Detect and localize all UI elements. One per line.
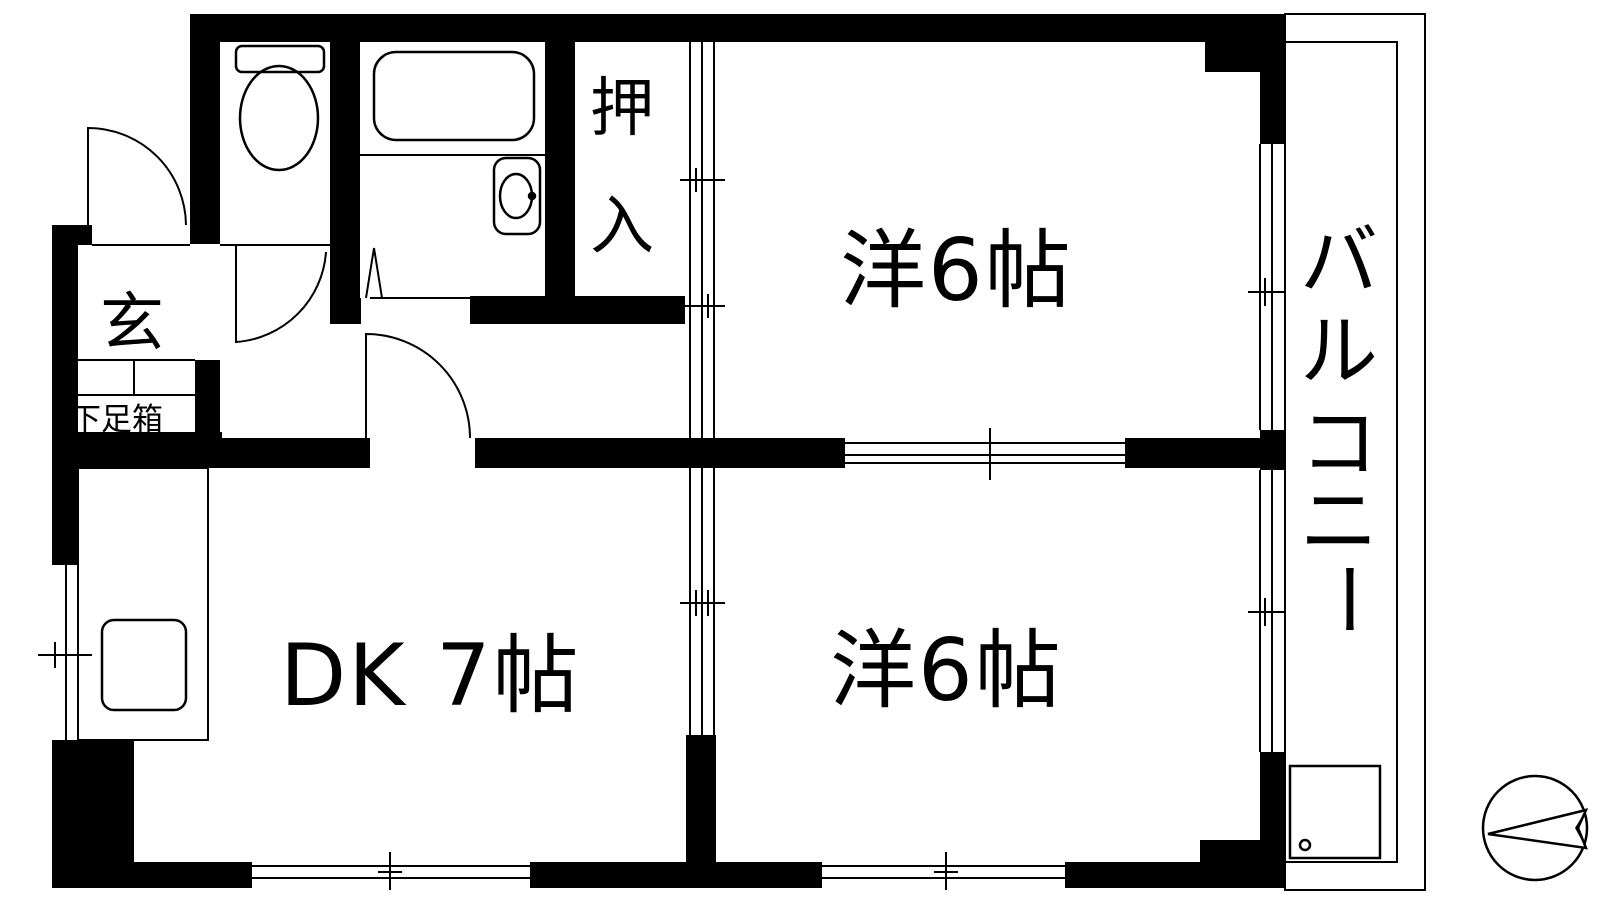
doors — [87, 126, 471, 439]
balcony-char: ル — [1300, 307, 1378, 397]
wall-middle-center — [475, 438, 845, 468]
closet-label-top: 押 — [590, 72, 654, 146]
wall-bath-closet — [545, 14, 575, 324]
wall-middle-left — [52, 438, 370, 468]
bathtub-icon — [372, 50, 536, 142]
wall-center-lower — [686, 735, 716, 888]
wc-door-swing — [235, 245, 327, 344]
balcony-label: バ ル コ ニ ー — [1300, 217, 1391, 638]
balcony-char: ー — [1301, 560, 1391, 638]
wall-wc-bath — [330, 14, 360, 324]
bath-door-swing — [365, 332, 471, 439]
wall-bottom-mid — [530, 862, 822, 888]
balcony-char: ニ — [1300, 477, 1378, 567]
wall-entrance-right — [195, 360, 220, 440]
washbasin-icon — [492, 156, 542, 236]
balcony-char: バ — [1300, 217, 1378, 307]
kitchen-counter — [77, 467, 209, 741]
entrance-label: 玄 — [100, 287, 164, 361]
wall-left-lower — [52, 740, 78, 888]
closet-label-bottom: 入 — [590, 190, 654, 264]
shoe-box-label: 下足箱 — [70, 402, 163, 438]
wall-entrance-top — [52, 225, 92, 245]
toilet-icon — [234, 44, 326, 172]
front-door-swing — [87, 126, 187, 226]
room-label-dk: DK 7帖 — [280, 626, 581, 726]
balcony-char: コ — [1300, 399, 1378, 489]
wall-middle-right — [1125, 438, 1285, 468]
wall-right-upper — [1260, 14, 1285, 144]
kitchen-stove-icon — [100, 618, 188, 712]
north-arrow-icon — [1481, 774, 1589, 882]
balcony-inner — [1284, 41, 1398, 863]
wall-top — [190, 14, 1285, 42]
room-label-western-lower: 洋6帖 — [830, 621, 1063, 721]
thin-lines — [38, 13, 1426, 891]
wall-bottom-right — [1065, 862, 1285, 888]
wall-bath-bottom — [470, 296, 685, 324]
wall-left-upper — [52, 225, 78, 565]
wall-wc-left — [190, 14, 220, 244]
washing-machine-pan-icon — [1288, 764, 1382, 860]
walls — [52, 14, 1285, 888]
room-label-western-upper: 洋6帖 — [840, 221, 1073, 321]
